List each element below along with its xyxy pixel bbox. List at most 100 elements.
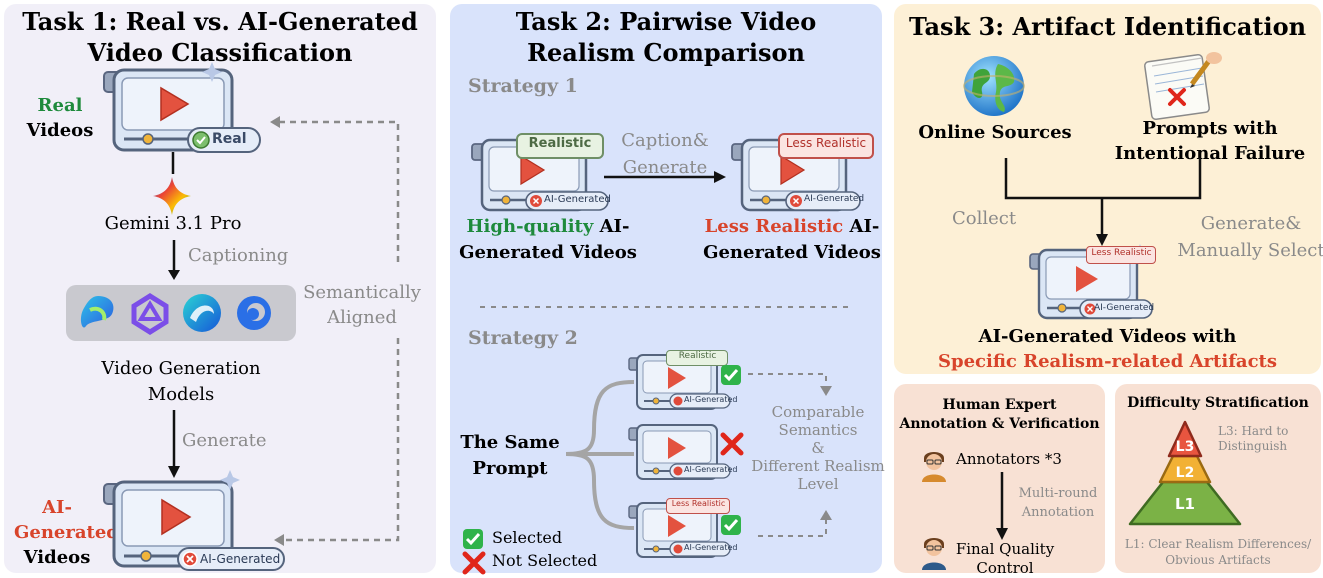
artifact-video-icon bbox=[1029, 244, 1153, 320]
aligned-line2: Aligned bbox=[327, 307, 397, 328]
models-label-line2: Models bbox=[147, 384, 215, 405]
artifact-ai-badge: AI-Generated bbox=[1094, 303, 1155, 313]
comparable-line2: Semantics bbox=[778, 421, 858, 439]
caption-line1: Caption& bbox=[621, 130, 709, 151]
final-line1: Final Quality bbox=[955, 540, 1055, 558]
generate-line1: Generate& bbox=[1200, 213, 1302, 234]
ai-badge bbox=[177, 547, 285, 571]
real-badge-label: Real bbox=[212, 131, 247, 147]
legend-check-icon bbox=[463, 529, 483, 549]
annotation-title-line1: Human Expert bbox=[942, 397, 1057, 413]
annotators-label: Annotators *3 bbox=[956, 450, 1062, 468]
less-realistic-tag-2 bbox=[666, 498, 730, 514]
check-icon bbox=[721, 515, 741, 535]
sparkle-icon bbox=[220, 470, 240, 490]
semantically-aligned-label: Semantically Aligned bbox=[292, 280, 432, 330]
strategy-divider bbox=[480, 306, 850, 308]
hq-rest: AI- bbox=[593, 216, 630, 237]
arrow-generate bbox=[168, 410, 180, 478]
model-icon-2 bbox=[131, 293, 169, 335]
multiround-line1: Multi-round bbox=[1018, 486, 1098, 501]
prompt-branches bbox=[565, 380, 635, 530]
task3-title: Task 3: Artifact Identification bbox=[908, 12, 1307, 41]
comparable-line5: Level bbox=[797, 475, 839, 493]
less-realistic-tag-1 bbox=[778, 133, 874, 159]
task1-title: Task 1: Real vs. AI-Generated Video Clas… bbox=[4, 6, 436, 68]
strategy2-label: Strategy 2 bbox=[468, 327, 578, 349]
captioning-label: Captioning bbox=[188, 245, 289, 266]
comparable-label: Comparable Semantics & Different Realism… bbox=[750, 403, 886, 493]
lr-videos-label: Less Realistic AI- Generated Videos bbox=[700, 214, 884, 266]
l3-description: L3: Hard to Distinguish bbox=[1218, 424, 1288, 454]
ai-label-line1: AI- bbox=[42, 497, 72, 518]
realistic-tag-1-label: Realistic bbox=[528, 136, 592, 151]
real-label-colored: Real bbox=[37, 95, 83, 116]
ai-badge-label: AI-Generated bbox=[200, 552, 281, 566]
multiround-label: Multi-round Annotation bbox=[1008, 484, 1108, 522]
legend-not-selected: Not Selected bbox=[492, 551, 598, 570]
models-label-line1: Video Generation bbox=[101, 358, 261, 379]
result-line2: Specific Realism-related Artifacts bbox=[937, 351, 1278, 372]
sparkle-icon bbox=[202, 62, 222, 82]
realistic-tag-2 bbox=[666, 350, 728, 366]
comparable-line4: Different Realism bbox=[751, 457, 885, 475]
ai-videos-label: AI- Generated Videos bbox=[14, 495, 119, 570]
semantic-aligned-connector bbox=[270, 116, 400, 546]
real-video-icon bbox=[103, 62, 261, 153]
online-sources-label: Online Sources bbox=[918, 122, 1072, 143]
task2-title: Task 2: Pairwise Video Realism Compariso… bbox=[450, 6, 882, 68]
strategy1-label: Strategy 1 bbox=[468, 75, 578, 97]
lr-rest: AI- bbox=[843, 216, 880, 237]
real-label-rest: Videos bbox=[26, 120, 94, 141]
reviewer-avatar-icon bbox=[922, 538, 946, 570]
play-icon bbox=[161, 498, 192, 536]
models-label: Video Generation Models bbox=[56, 356, 306, 408]
annotator-avatar-icon bbox=[922, 452, 946, 482]
result-line1: AI-Generated Videos with bbox=[978, 326, 1237, 347]
caption-line2: Generate bbox=[622, 157, 708, 178]
s2-video-2 bbox=[628, 424, 731, 480]
caption-generate-label: Caption& Generate bbox=[606, 127, 724, 181]
l3-desc-line2: Distinguish bbox=[1218, 439, 1288, 453]
annotation-title: Human Expert Annotation & Verification bbox=[894, 396, 1105, 434]
model-icon-3 bbox=[183, 294, 221, 332]
generate-label: Generate bbox=[182, 430, 267, 451]
level-l1: L1 bbox=[1175, 495, 1195, 513]
realistic-tag-1 bbox=[516, 133, 604, 159]
generate-line2: Manually Select bbox=[1177, 240, 1323, 261]
gemini-icon bbox=[153, 177, 191, 215]
artifact-result-label: AI-Generated Videos with Specific Realis… bbox=[894, 324, 1321, 374]
comparable-connectors bbox=[748, 373, 832, 537]
task1-title-line1: Task 1: Real vs. AI-Generated bbox=[22, 7, 418, 36]
aligned-line1: Semantically bbox=[303, 282, 421, 303]
l1-description: L1: Clear Realism Differences/ Obvious A… bbox=[1115, 536, 1321, 568]
arrow-captioning bbox=[168, 240, 180, 280]
final-quality-label: Final Quality Control bbox=[950, 540, 1060, 578]
less-realistic-tag-3 bbox=[1086, 246, 1156, 264]
model-icon-1 bbox=[80, 296, 114, 328]
l1-desc-line1: L1: Clear Realism Differences/ bbox=[1124, 537, 1312, 551]
final-line2: Control bbox=[976, 559, 1034, 577]
ai-label-line3: Videos bbox=[23, 547, 91, 568]
legend-cross-icon bbox=[462, 551, 486, 575]
same-prompt-line1: The Same bbox=[460, 432, 560, 453]
notepad-icon bbox=[1144, 52, 1222, 120]
prompts-label: Prompts with Intentional Failure bbox=[1110, 116, 1310, 166]
difficulty-panel bbox=[1115, 384, 1321, 573]
lr-line2: Generated Videos bbox=[703, 242, 881, 263]
lr-colored: Less Realistic bbox=[704, 216, 844, 237]
prompts-line2: Intentional Failure bbox=[1114, 143, 1306, 164]
collect-label: Collect bbox=[952, 208, 1017, 229]
cross-icon bbox=[720, 432, 744, 456]
same-prompt-label: The Same Prompt bbox=[456, 430, 564, 482]
s2-video-1-badge: AI-Generated bbox=[684, 395, 738, 404]
play-icon bbox=[160, 86, 190, 122]
level-l3: L3 bbox=[1175, 439, 1195, 455]
legend-selected: Selected bbox=[492, 528, 563, 547]
same-prompt-line2: Prompt bbox=[472, 458, 548, 479]
merge-connector bbox=[1004, 158, 1202, 246]
task1-title-line2: Video Classification bbox=[87, 38, 353, 67]
task2-title-line2: Realism Comparison bbox=[527, 38, 805, 67]
less-realistic-tag-1-label: Less Realistic bbox=[785, 136, 867, 150]
comparable-line1: Comparable bbox=[771, 403, 865, 421]
